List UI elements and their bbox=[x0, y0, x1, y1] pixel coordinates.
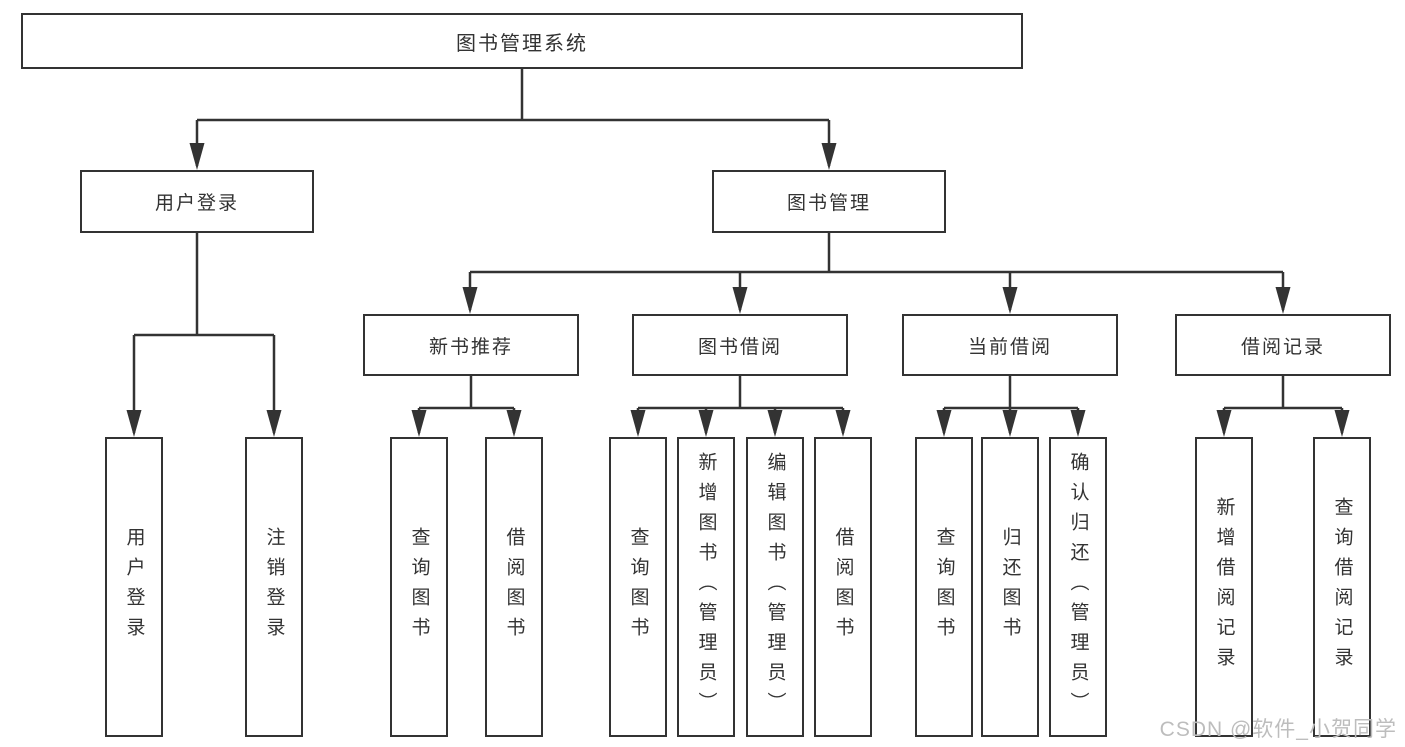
leaf-query-books-recommend-label: 查询图书 bbox=[408, 527, 430, 647]
leaf-query-books-current: 查询图书 bbox=[915, 437, 973, 737]
node-new-book-recommend: 新书推荐 bbox=[363, 314, 579, 376]
node-current-borrowing-label: 当前借阅 bbox=[967, 336, 1052, 358]
node-root: 图书管理系统 bbox=[21, 13, 1023, 69]
leaf-confirm-return-admin: 确认归还（管理员） bbox=[1049, 437, 1107, 737]
node-new-book-recommend-label: 新书推荐 bbox=[428, 336, 513, 358]
leaf-query-books-borrow: 查询图书 bbox=[609, 437, 667, 737]
node-borrow-records: 借阅记录 bbox=[1175, 314, 1391, 376]
node-book-borrowing-label: 图书借阅 bbox=[697, 336, 782, 358]
leaf-return-book-label: 归还图书 bbox=[999, 527, 1021, 647]
leaf-add-borrow-record-label: 新增借阅记录 bbox=[1213, 497, 1235, 677]
leaf-user-login-label: 用户登录 bbox=[123, 527, 145, 647]
node-book-management-label: 图书管理 bbox=[786, 193, 871, 214]
node-user-login-label: 用户登录 bbox=[154, 193, 239, 214]
leaf-confirm-return-admin-label: 确认归还（管理员） bbox=[1067, 452, 1089, 722]
leaf-query-books-current-label: 查询图书 bbox=[933, 527, 955, 647]
watermark: CSDN @软件_小贺同学 bbox=[1159, 718, 1397, 741]
leaf-borrow-books: 借阅图书 bbox=[814, 437, 872, 737]
leaf-add-book-admin-label: 新增图书（管理员） bbox=[695, 452, 717, 722]
leaf-query-borrow-record-label: 查询借阅记录 bbox=[1331, 497, 1353, 677]
node-book-management: 图书管理 bbox=[712, 170, 946, 233]
leaf-add-book-admin: 新增图书（管理员） bbox=[677, 437, 735, 737]
leaf-query-books-recommend: 查询图书 bbox=[390, 437, 448, 737]
leaf-edit-book-admin-label: 编辑图书（管理员） bbox=[764, 452, 786, 722]
leaf-return-book: 归还图书 bbox=[981, 437, 1039, 737]
leaf-query-borrow-record: 查询借阅记录 bbox=[1313, 437, 1371, 737]
leaf-logout: 注销登录 bbox=[245, 437, 303, 737]
node-borrow-records-label: 借阅记录 bbox=[1240, 336, 1325, 358]
leaf-borrow-books-recommend-label: 借阅图书 bbox=[503, 527, 525, 647]
node-current-borrowing: 当前借阅 bbox=[902, 314, 1118, 376]
leaf-logout-label: 注销登录 bbox=[263, 527, 285, 647]
leaf-query-books-borrow-label: 查询图书 bbox=[627, 527, 649, 647]
leaf-borrow-books-label: 借阅图书 bbox=[832, 527, 854, 647]
node-book-borrowing: 图书借阅 bbox=[632, 314, 848, 376]
node-user-login: 用户登录 bbox=[80, 170, 314, 233]
leaf-user-login: 用户登录 bbox=[105, 437, 163, 737]
node-root-label: 图书管理系统 bbox=[456, 32, 588, 55]
leaf-add-borrow-record: 新增借阅记录 bbox=[1195, 437, 1253, 737]
leaf-edit-book-admin: 编辑图书（管理员） bbox=[746, 437, 804, 737]
leaf-borrow-books-recommend: 借阅图书 bbox=[485, 437, 543, 737]
